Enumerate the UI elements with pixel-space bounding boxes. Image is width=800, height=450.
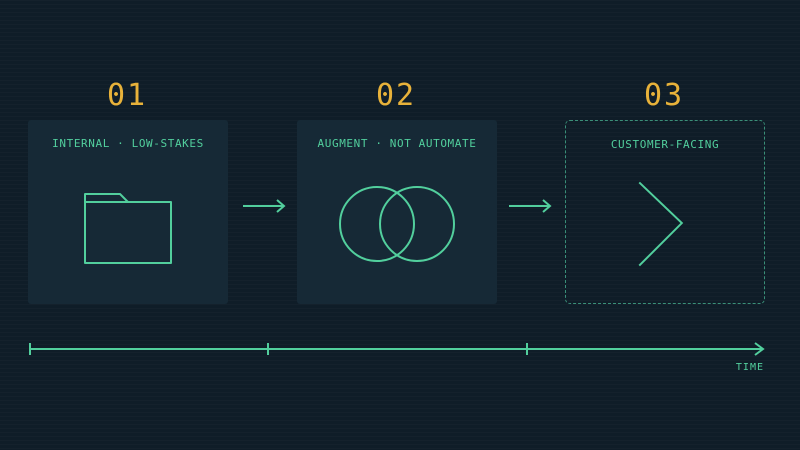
step-label-2: AUGMENT · NOT AUTOMATE: [317, 137, 477, 150]
step-label-1: INTERNAL · LOW-STAKES: [52, 137, 204, 150]
step-card-3: CUSTOMER-FACING: [565, 120, 765, 304]
chevron-right-icon: [638, 181, 684, 267]
timeline-axis: [29, 342, 765, 356]
step-card-1: INTERNAL · LOW-STAKES: [28, 120, 228, 304]
step-number-3: 03: [643, 78, 685, 113]
folder-icon: [84, 193, 172, 264]
timeline-arrowhead: [754, 342, 765, 356]
overlapping-circles-icon: [339, 186, 455, 262]
step-number-1: 01: [106, 78, 148, 113]
timeline-label: TIME: [735, 362, 764, 373]
step-number-2: 02: [375, 78, 417, 113]
step-card-2: AUGMENT · NOT AUTOMATE: [297, 120, 497, 304]
flow-arrow-2-to-3: [509, 199, 552, 213]
flow-arrow-1-to-2: [243, 199, 286, 213]
step-label-3: CUSTOMER-FACING: [610, 138, 720, 151]
